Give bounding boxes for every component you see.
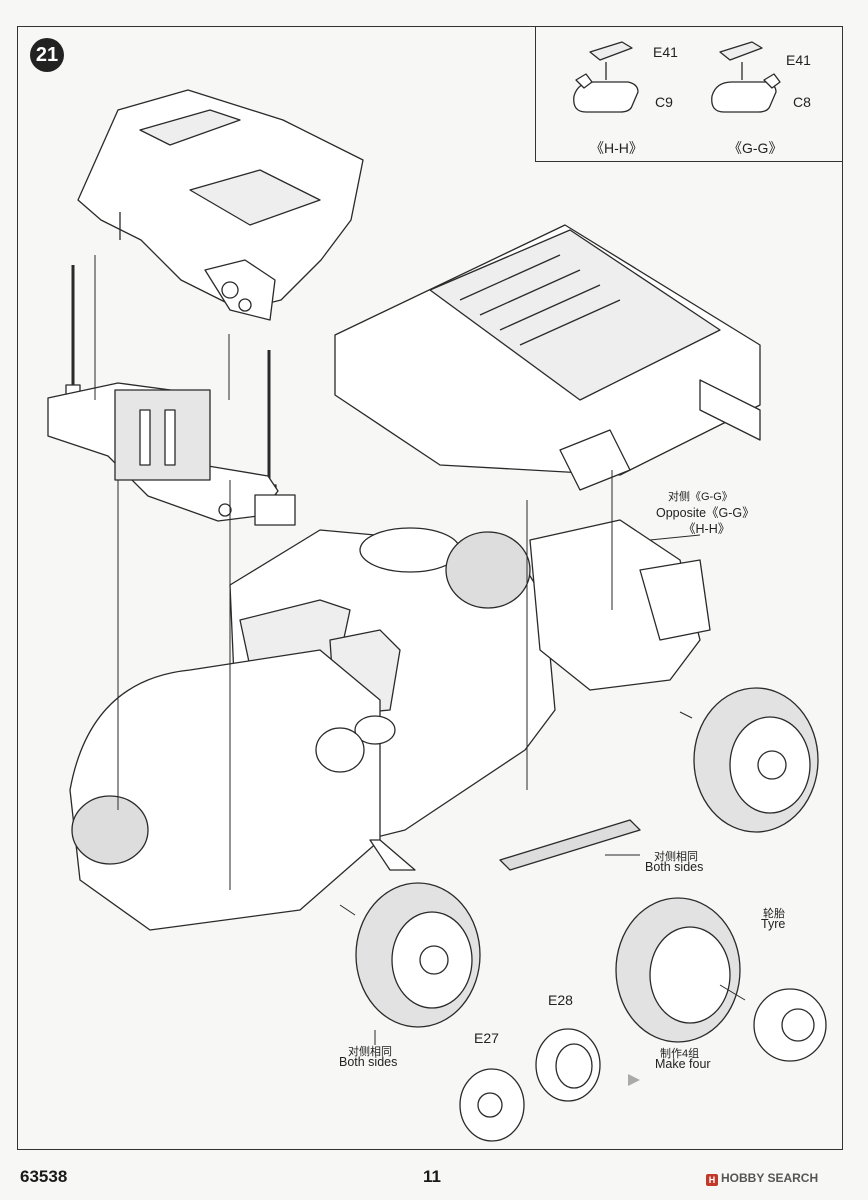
wheel-right [693, 687, 819, 833]
inset-left-top-label: E41 [653, 44, 678, 60]
detail-inset-box [535, 26, 843, 162]
rear-cargo-bed [334, 224, 761, 491]
make-four-en: Make four [655, 1057, 711, 1071]
callout-opposite-hh: 《H-H》 [683, 522, 731, 536]
tyre-label-cn: 轮胎 [763, 908, 785, 920]
inset-left-bottom-label: C9 [655, 94, 673, 110]
page-number: 11 [423, 1167, 441, 1186]
roof-top-part [77, 89, 364, 321]
callout-opposite-en: Opposite《G-G》 [656, 506, 755, 520]
product-code: 63538 [20, 1167, 68, 1186]
callout-leader-opposite [649, 534, 701, 541]
page-frame [17, 26, 843, 1150]
watermark-logo-icon: H [706, 1174, 718, 1186]
inset-right-bottom-label: C8 [793, 94, 811, 110]
rim-e27 [459, 1068, 525, 1142]
part-label-e28: E28 [548, 992, 573, 1008]
assembly-arrow-right-wheel [679, 711, 693, 719]
front-grill-assembly [47, 382, 296, 526]
inset-right-caption: 《G-G》 [728, 140, 783, 156]
inset-left-caption: 《H-H》 [590, 140, 643, 156]
both-sides-left-en: Both sides [339, 1055, 398, 1069]
mounted-wheel-rear [445, 531, 531, 609]
tyre-assembly-line [719, 984, 746, 1001]
wheel-front [355, 882, 481, 1028]
step-number-badge: 21 [30, 38, 64, 72]
tyre-label-en: Tyre [761, 917, 786, 931]
callout-opposite-cn: 对侧《G-G》 [668, 491, 733, 503]
watermark-text: HOBBY SEARCH [721, 1171, 819, 1185]
antenna-left [65, 265, 81, 400]
mounted-wheel-front-left [71, 795, 149, 865]
part-label-e27: E27 [474, 1030, 499, 1046]
make-four-cn: 制作4组 [660, 1048, 700, 1060]
rim-e28 [535, 1028, 601, 1102]
inset-part-hh [573, 41, 639, 113]
both-sides-right-cn: 对侧相同 [654, 851, 698, 863]
assembly-arrow-front-wheel [339, 904, 356, 916]
inset-part-gg [711, 41, 781, 113]
inset-right-top-label: E41 [786, 52, 811, 68]
both-sides-right-en: Both sides [645, 860, 704, 874]
both-sides-left-cn: 对侧相同 [348, 1046, 392, 1058]
vehicle-body [69, 519, 711, 931]
tyre-detail [615, 897, 827, 1062]
make-four-arrow-icon [628, 1074, 640, 1086]
